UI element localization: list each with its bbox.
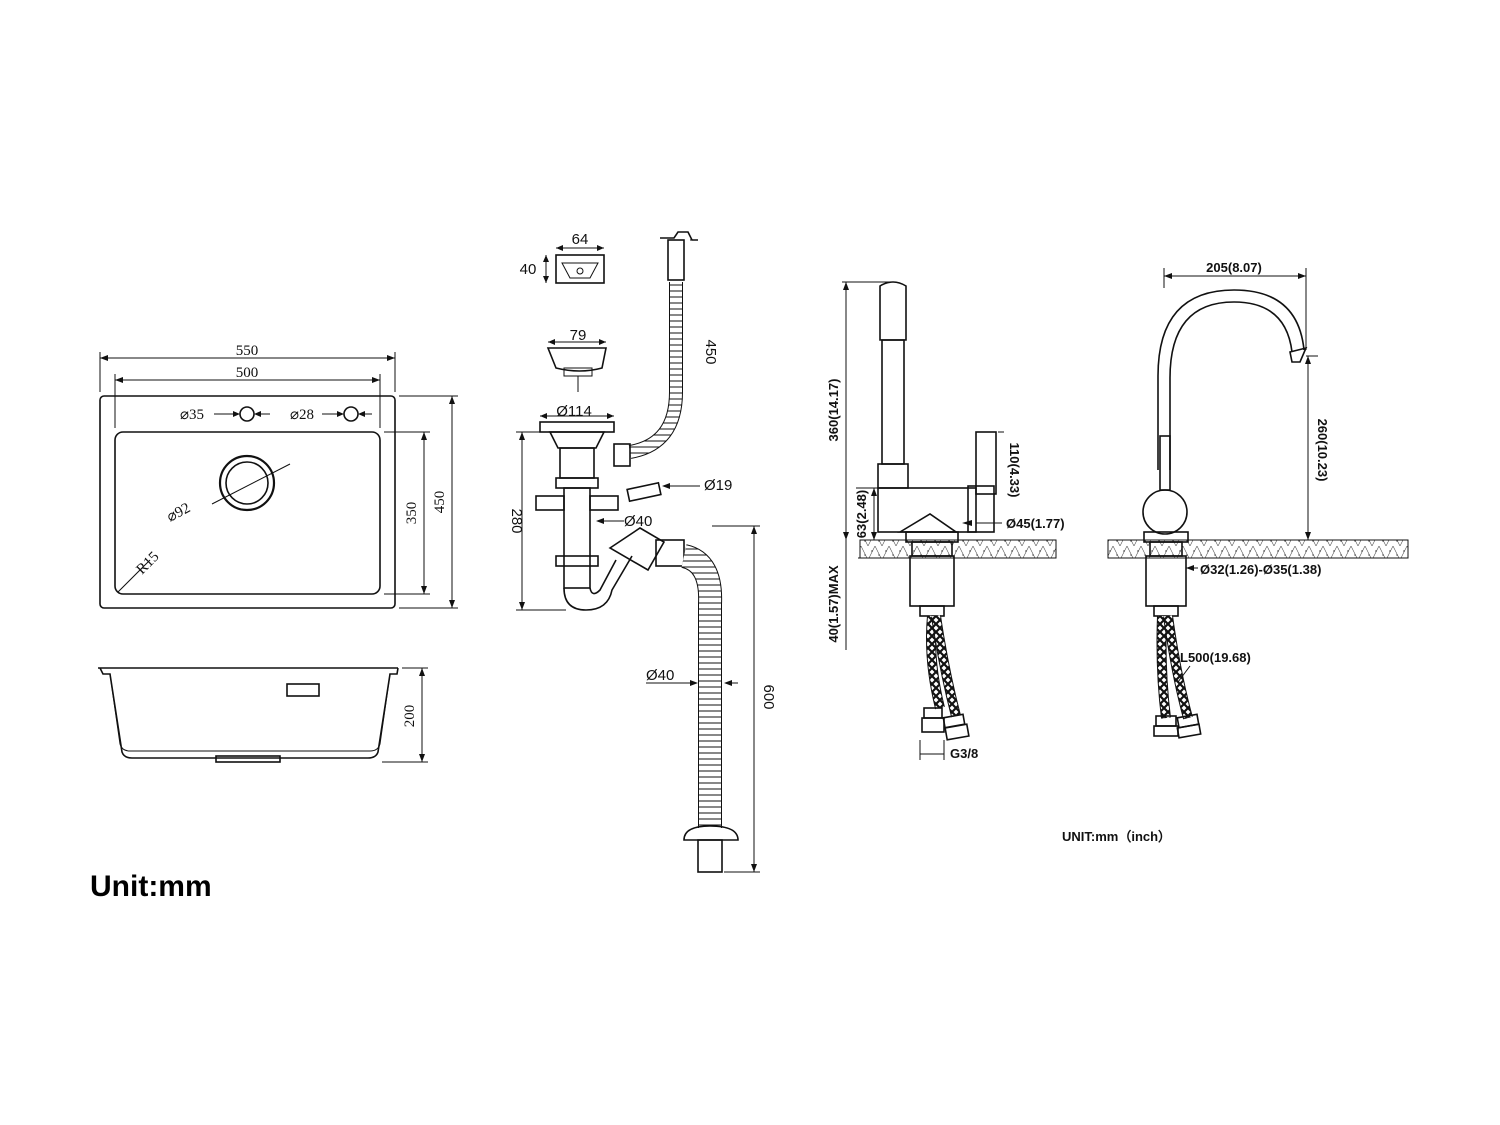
sink-height-label: 200 bbox=[402, 705, 418, 728]
unit-label-left: Unit:mm bbox=[90, 870, 212, 903]
drain-height: 280 bbox=[508, 508, 525, 533]
tap-hole-2-label: ⌀28 bbox=[290, 407, 314, 423]
overflow-cover bbox=[543, 245, 605, 284]
spout-height-label: 260(10.23) bbox=[1315, 419, 1330, 482]
overflow-width: 64 bbox=[572, 231, 589, 248]
sink-depth-outer: 450 bbox=[432, 491, 448, 514]
base-height-label: 63(2.48) bbox=[854, 490, 869, 538]
hose-length: 450 bbox=[702, 339, 719, 364]
sink-width-outer: 550 bbox=[236, 343, 259, 359]
faucet-height-label: 360(14.17) bbox=[826, 379, 841, 442]
unit-label-right: UNIT:mm（inch） bbox=[1062, 829, 1172, 844]
hose-length-label: L500(19.68) bbox=[1180, 650, 1251, 665]
sink-top-view bbox=[99, 352, 458, 609]
handle-height-label: 110(4.33) bbox=[1007, 443, 1022, 498]
base-diameter-label: Ø45(1.77) bbox=[1006, 516, 1065, 531]
drain-diameter-label: ⌀92 bbox=[164, 500, 193, 525]
deck-hole-label: Ø32(1.26)-Ø35(1.38) bbox=[1200, 562, 1321, 577]
corner-radius-label: R15 bbox=[134, 549, 163, 578]
tap-hole-1-label: ⌀35 bbox=[180, 407, 204, 423]
outlet-diameter: Ø40 bbox=[624, 513, 652, 530]
sink-depth-inner: 350 bbox=[404, 502, 420, 525]
sink-side-view bbox=[98, 667, 428, 763]
deck-thickness-label: 40(1.57)MAX bbox=[826, 565, 841, 643]
hose-max-length: 600 bbox=[760, 684, 777, 709]
strainer-basket bbox=[546, 339, 607, 392]
faucet-reach-label: 205(8.07) bbox=[1206, 260, 1262, 275]
faucet-side-view bbox=[842, 281, 1057, 760]
hose-diameter: Ø40 bbox=[646, 667, 674, 684]
flange-diameter: Ø114 bbox=[556, 403, 592, 420]
faucet-front-view bbox=[1107, 268, 1409, 739]
strainer-diameter: 79 bbox=[570, 327, 587, 344]
sink-width-inner: 500 bbox=[236, 365, 259, 381]
waste-hose bbox=[646, 525, 760, 873]
overflow-height: 40 bbox=[520, 261, 537, 278]
thread-label: G3/8 bbox=[950, 746, 978, 761]
overflow-pipe-diameter: Ø19 bbox=[704, 477, 732, 494]
drain-assembly bbox=[516, 413, 700, 611]
overflow-hose bbox=[613, 231, 698, 467]
